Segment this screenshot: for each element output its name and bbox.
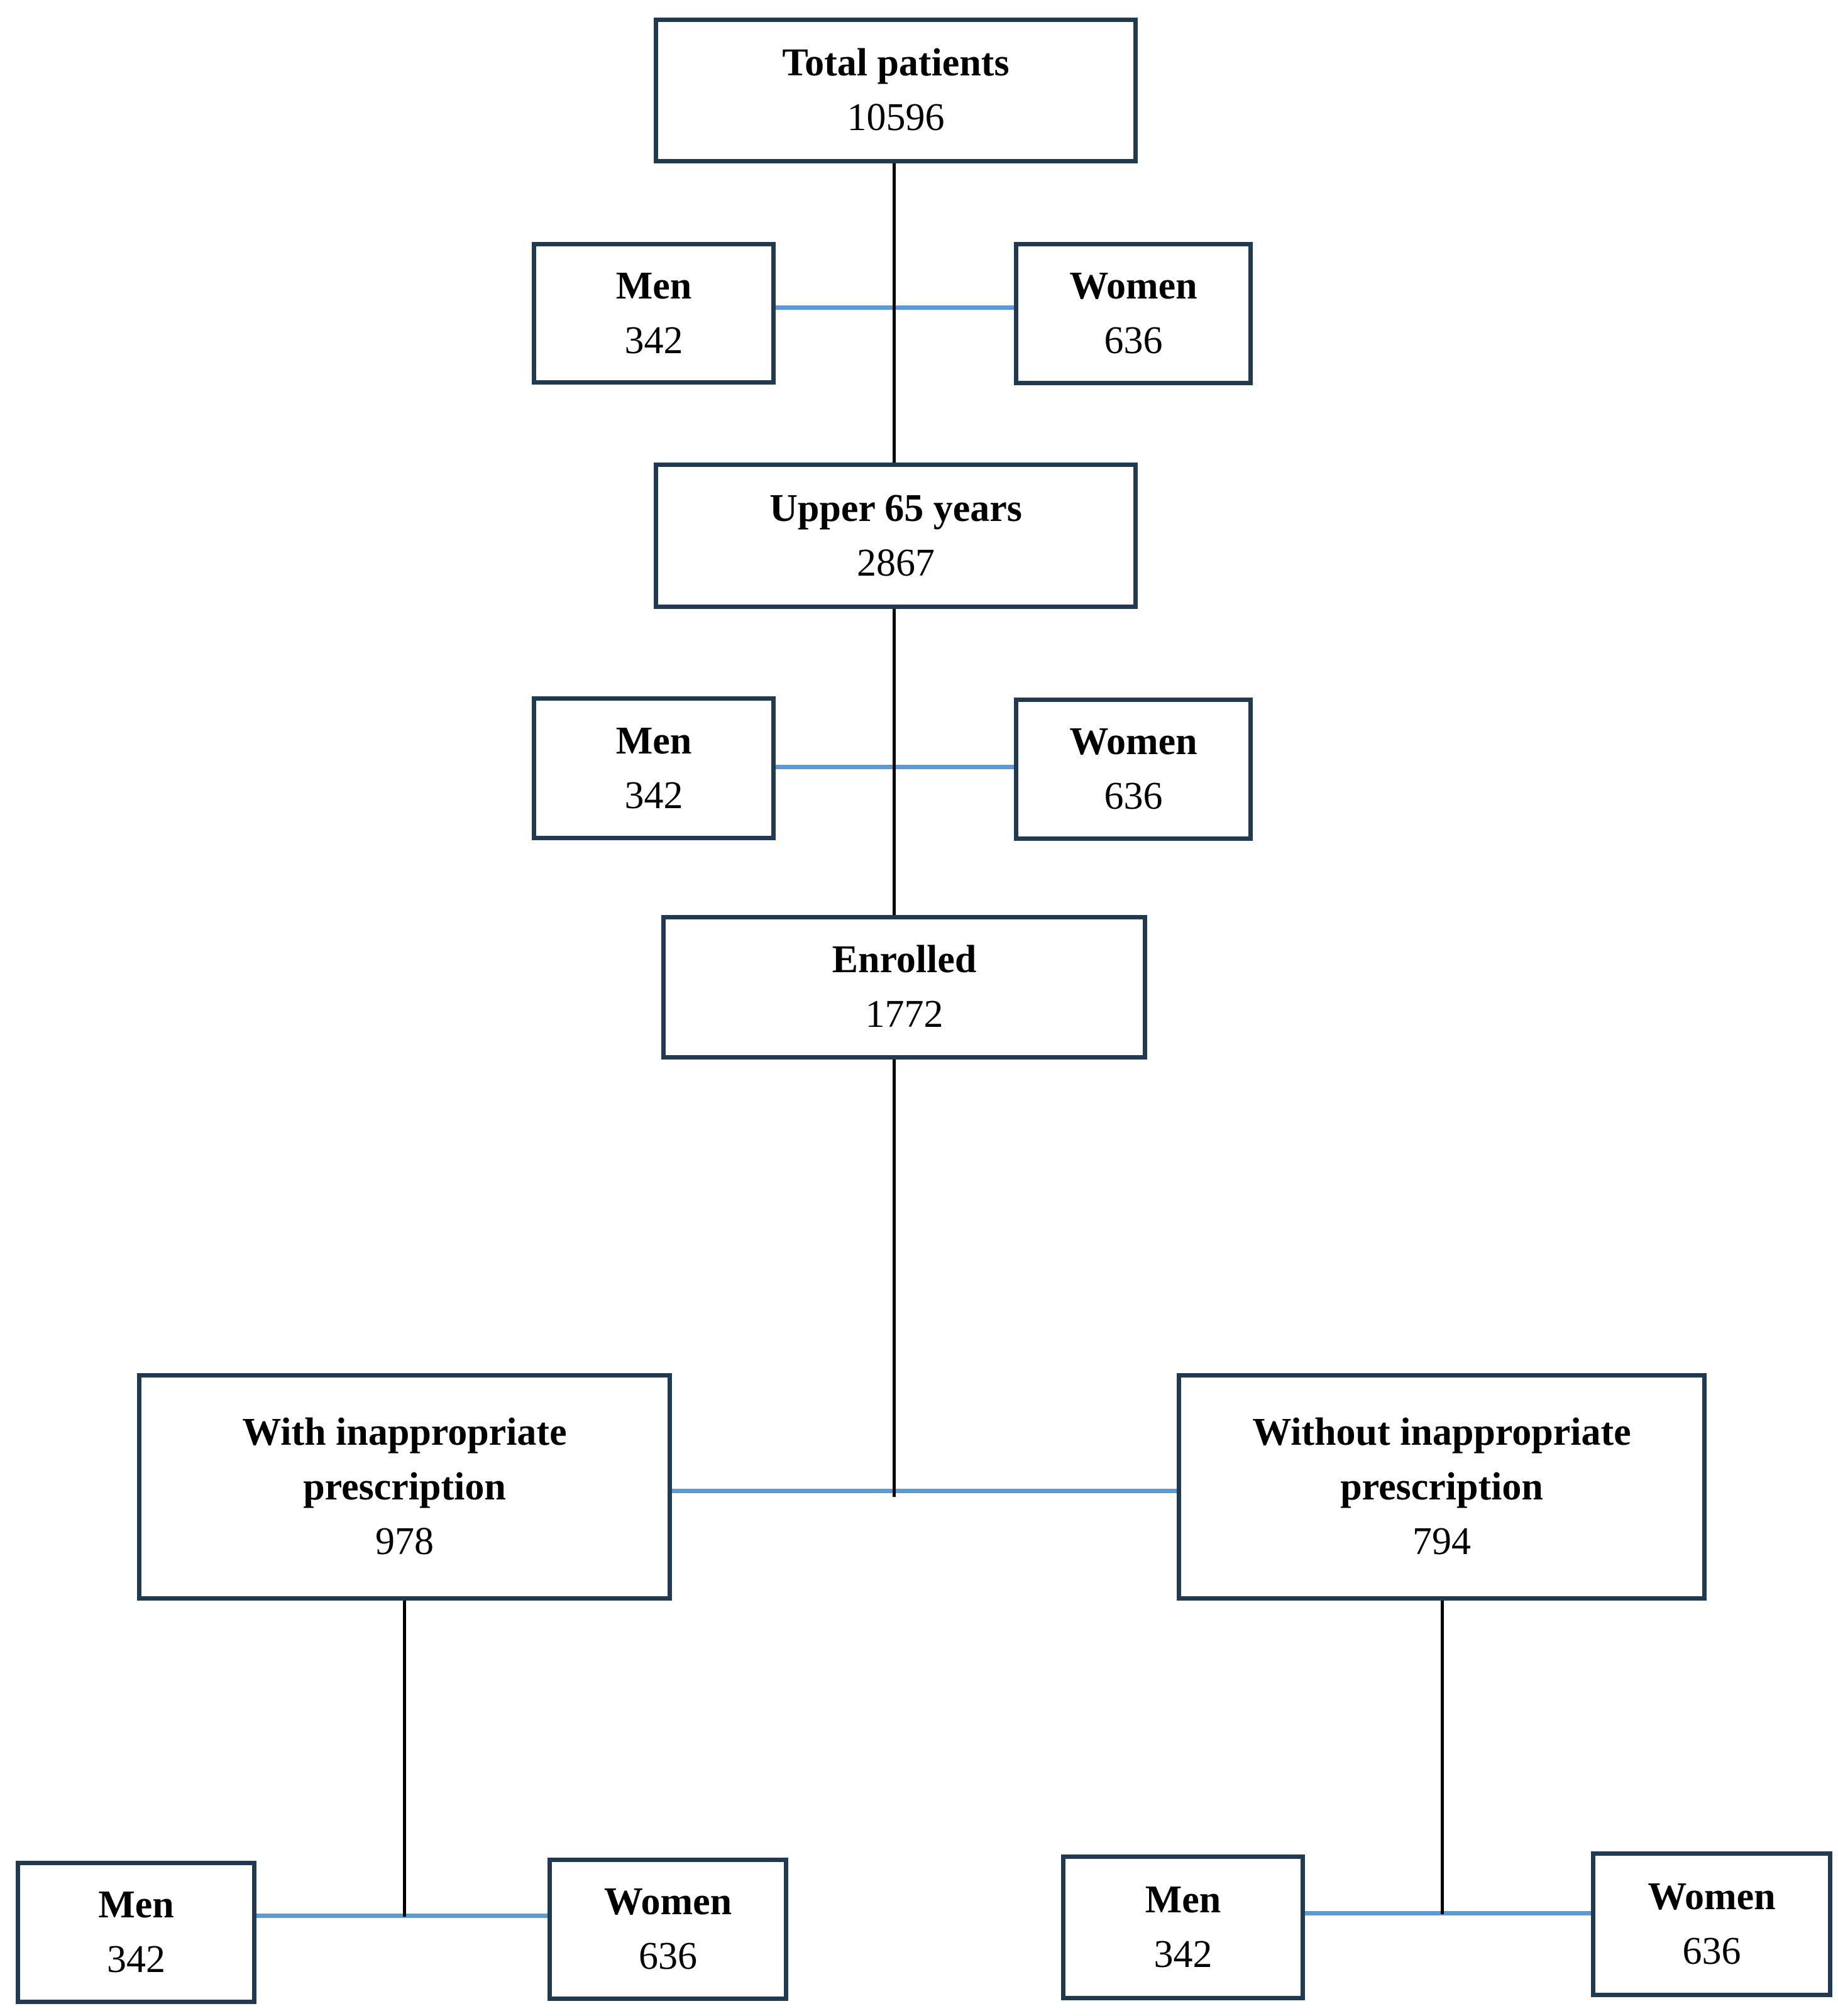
box-label-line-1: Without inappropriate [1252,1410,1631,1454]
box-value: 342 [624,774,683,817]
connector-men-women-bottom-right [1304,1911,1592,1915]
flow-box-enrolled: Enrolled 1772 [661,915,1147,1060]
box-value: 636 [1104,319,1163,362]
connector-withrx-to-bottom-pair [403,1599,406,1917]
box-label: Men [1145,1878,1221,1921]
box-value: 342 [624,319,683,362]
box-label: Total patients [782,41,1010,84]
box-value: 636 [1682,1930,1741,1973]
box-value: 794 [1412,1520,1471,1563]
box-value: 636 [1104,775,1163,818]
box-label: Women [1648,1875,1776,1918]
box-value: 636 [639,1935,697,1978]
connector-split-withrx-withoutrx [671,1489,1178,1493]
box-value: 978 [375,1520,434,1563]
connector-enrolled-to-split [893,1057,896,1497]
box-label-line-2: prescription [1340,1465,1543,1508]
flow-box-with-inappropriate-prescription: With inappropriate prescription 978 [137,1373,672,1601]
flow-box-women-row4: Women 636 [1014,698,1253,841]
box-label: Women [1069,265,1197,307]
box-value: 1772 [865,993,944,1036]
box-label: Men [615,264,692,307]
box-label: Men [615,719,692,762]
connector-upper65-to-enrolled [893,606,896,918]
flow-box-women-bottom-right: Women 636 [1591,1851,1832,1997]
box-value: 10596 [847,96,945,139]
flow-box-without-inappropriate-prescription: Without inappropriate prescription 794 [1177,1373,1707,1601]
box-value: 342 [107,1938,165,1981]
connector-withoutrx-to-bottom-pair [1441,1599,1444,1914]
box-label: Upper 65 years [769,486,1022,530]
box-value: 2867 [857,541,935,584]
box-label-line-2: prescription [303,1465,506,1508]
flow-box-men-row2: Men 342 [532,242,776,385]
box-label-line-1: With inappropriate [242,1410,567,1454]
connector-total-to-upper65 [893,160,896,465]
flow-box-women-row2: Women 636 [1014,242,1253,385]
flow-box-men-row4: Men 342 [532,696,776,840]
connector-men-women-bottom-left [255,1914,549,1918]
box-label: Women [1069,720,1197,763]
box-label: Enrolled [832,938,977,981]
box-value: 342 [1153,1933,1213,1976]
flow-box-women-bottom-left: Women 636 [548,1858,788,2001]
flow-box-total-patients: Total patients 10596 [654,18,1138,163]
flow-box-upper-65-years: Upper 65 years 2867 [654,463,1138,609]
box-label: Women [603,1880,732,1923]
flow-box-men-bottom-left: Men 342 [16,1861,256,2004]
flow-box-men-bottom-right: Men 342 [1061,1854,1305,2000]
box-label: Men [98,1883,174,1926]
